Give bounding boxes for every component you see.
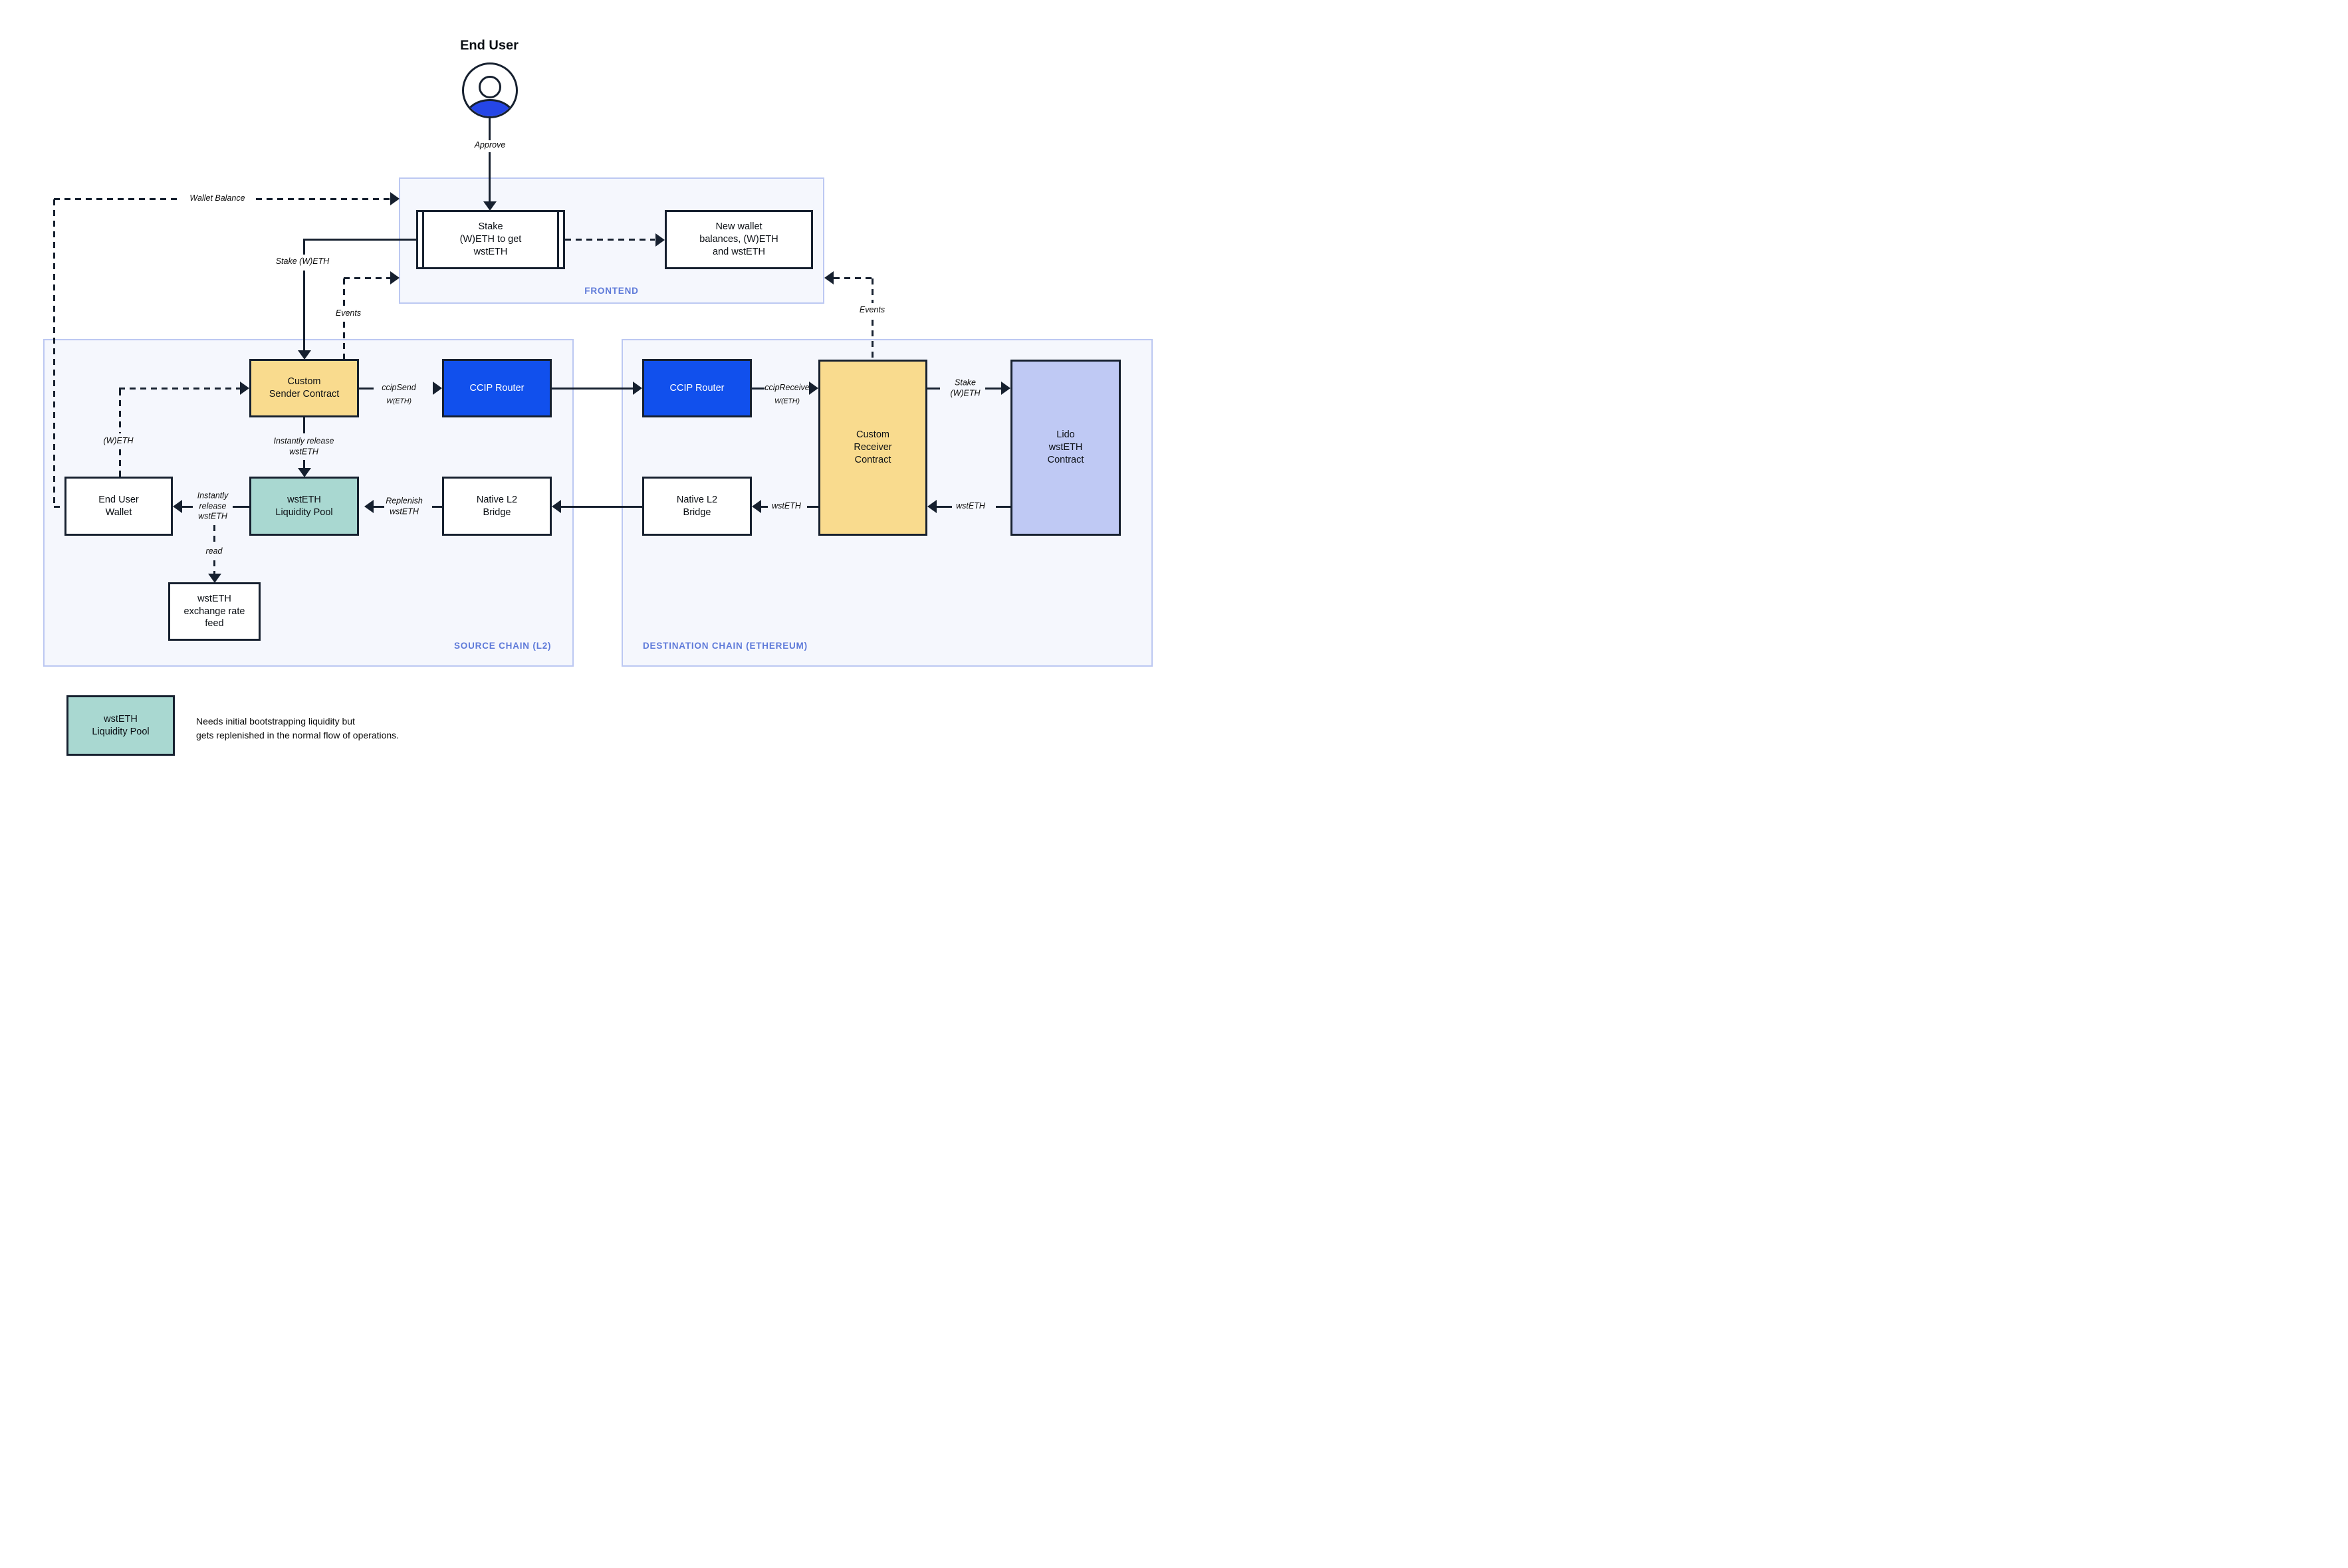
diagram-canvas: FRONTEND SOURCE CHAIN (L2) DESTINATION C… <box>0 0 1174 784</box>
edge-approve-label: Approve <box>474 140 506 150</box>
source-chain-label: SOURCE CHAIN (L2) <box>454 641 552 651</box>
edge-router-to-router-line <box>552 387 634 390</box>
edge-wallet-balance-vline <box>53 199 55 506</box>
edge-weth-arrowhead <box>240 382 249 395</box>
edge-stake-lido-stub <box>927 387 940 390</box>
edge-events-left-hline <box>344 277 390 279</box>
edge-wsteth-lido-label: wstETH <box>956 501 985 511</box>
edge-read-label: read <box>205 546 223 556</box>
node-custom-sender: Custom Sender Contract <box>249 359 359 417</box>
node-new-wallet-balances: New wallet balances, (W)ETH and wstETH <box>665 210 813 269</box>
end-user-icon <box>462 62 518 118</box>
frontend-label: FRONTEND <box>584 286 639 296</box>
node-bridge-dest: Native L2 Bridge <box>642 477 752 536</box>
edge-ccipsend-token-label: W(ETH) <box>386 397 411 405</box>
edge-wallet-balance-stub <box>54 505 64 508</box>
edge-approve-arrowhead <box>483 201 497 211</box>
edge-release-left-label: Instantly release wstETH <box>197 491 229 521</box>
edge-weth-hline <box>118 387 240 390</box>
edge-ccipreceive-stub <box>752 387 764 390</box>
edge-events-left-label: Events <box>335 308 362 318</box>
edge-release-left-line <box>182 505 193 508</box>
edge-bridge-to-bridge-line <box>561 505 642 508</box>
edge-wsteth-mid-stub <box>807 505 818 508</box>
edge-ccipsend-stub <box>359 387 374 390</box>
node-ccip-router-source: CCIP Router <box>442 359 552 417</box>
edge-events-left-vline1 <box>342 279 345 306</box>
node-stake-widget: Stake (W)ETH to get wstETH <box>416 210 565 269</box>
node-bridge-source: Native L2 Bridge <box>442 477 552 536</box>
edge-wallet-balance-line2 <box>256 197 390 200</box>
edge-events-left-vline2 <box>342 322 345 359</box>
edge-stake-lido-arrowhead <box>1001 382 1010 395</box>
node-rate-feed: wstETH exchange rate feed <box>168 582 261 641</box>
edge-events-left-arrowhead <box>390 271 400 284</box>
edge-stake-weth-arrowhead <box>297 350 311 360</box>
edge-replenish-line <box>374 505 384 508</box>
edge-replenish-stub <box>432 505 442 508</box>
edge-weth-vline2 <box>118 449 121 477</box>
edge-release-left-stub <box>233 505 249 508</box>
edge-events-right-label: Events <box>859 305 885 315</box>
edge-read-arrowhead <box>207 574 221 583</box>
destination-chain-label: DESTINATION CHAIN (ETHEREUM) <box>643 641 808 651</box>
edge-stake-to-balances-arrowhead <box>655 233 665 247</box>
edge-approve-line2 <box>489 152 491 201</box>
edge-read-line2 <box>213 560 215 574</box>
edge-wsteth-lido-line <box>937 505 952 508</box>
edge-stake-lido-line <box>985 387 1001 390</box>
legend-note: Needs initial bootstrapping liquidity bu… <box>196 716 400 740</box>
edge-stake-weth-hline <box>303 239 416 241</box>
edge-release-vert-line1 <box>303 417 305 433</box>
edge-router-to-router-arrowhead <box>633 382 642 395</box>
edge-release-left-arrowhead <box>173 500 182 513</box>
edge-bridge-to-bridge-arrowhead <box>552 500 561 513</box>
edge-ccipreceive-arrowhead <box>809 382 818 395</box>
legend-swatch-box: wstETH Liquidity Pool <box>66 695 175 756</box>
node-lido-contract: Lido wstETH Contract <box>1010 360 1121 536</box>
edge-weth-vline1 <box>118 390 121 433</box>
edge-read-line1 <box>213 525 215 545</box>
edge-stake-lido-label: Stake (W)ETH <box>950 378 981 397</box>
edge-events-right-hline <box>834 277 874 279</box>
edge-stake-weth-label: Stake (W)ETH <box>275 257 330 267</box>
edge-release-vert-line2 <box>303 460 305 468</box>
edge-replenish-arrowhead <box>364 500 374 513</box>
edge-wallet-balance-label: Wallet Balance <box>189 193 245 203</box>
end-user-title: End User <box>460 38 519 53</box>
edge-ccipreceive-label: ccipReceive <box>764 383 810 393</box>
edge-wsteth-mid-label: wstETH <box>772 501 801 511</box>
edge-events-right-vline2 <box>872 320 874 360</box>
node-ccip-router-dest: CCIP Router <box>642 359 752 417</box>
node-custom-receiver: Custom Receiver Contract <box>818 360 927 536</box>
node-end-user-wallet: End User Wallet <box>64 477 173 536</box>
person-head-icon <box>479 76 501 98</box>
edge-wsteth-mid-line <box>761 505 768 508</box>
edge-wallet-balance-arrowhead <box>390 192 400 205</box>
edge-approve-line1 <box>489 118 491 140</box>
edge-weth-label: (W)ETH <box>103 436 134 446</box>
edge-stake-weth-vline1 <box>303 239 305 255</box>
person-torso-icon <box>465 99 515 116</box>
edge-release-vert-label: Instantly release wstETH <box>273 436 334 456</box>
edge-wallet-balance-line1 <box>54 197 181 200</box>
edge-events-right-arrowhead <box>824 271 834 284</box>
edge-wsteth-lido-stub <box>996 505 1010 508</box>
edge-ccipsend-label: ccipSend <box>382 383 416 393</box>
edge-wsteth-lido-arrowhead <box>927 500 937 513</box>
edge-release-vert-arrowhead <box>297 468 311 477</box>
node-liquidity-pool: wstETH Liquidity Pool <box>249 477 359 536</box>
edge-events-right-vline1 <box>872 279 874 303</box>
edge-wsteth-mid-arrowhead <box>752 500 761 513</box>
edge-ccipsend-arrowhead <box>433 382 442 395</box>
edge-replenish-label: Replenish wstETH <box>386 496 423 516</box>
edge-stake-to-balances-line <box>565 239 655 241</box>
edge-stake-weth-vline2 <box>303 271 305 350</box>
edge-ccipreceive-token-label: W(ETH) <box>774 397 800 405</box>
